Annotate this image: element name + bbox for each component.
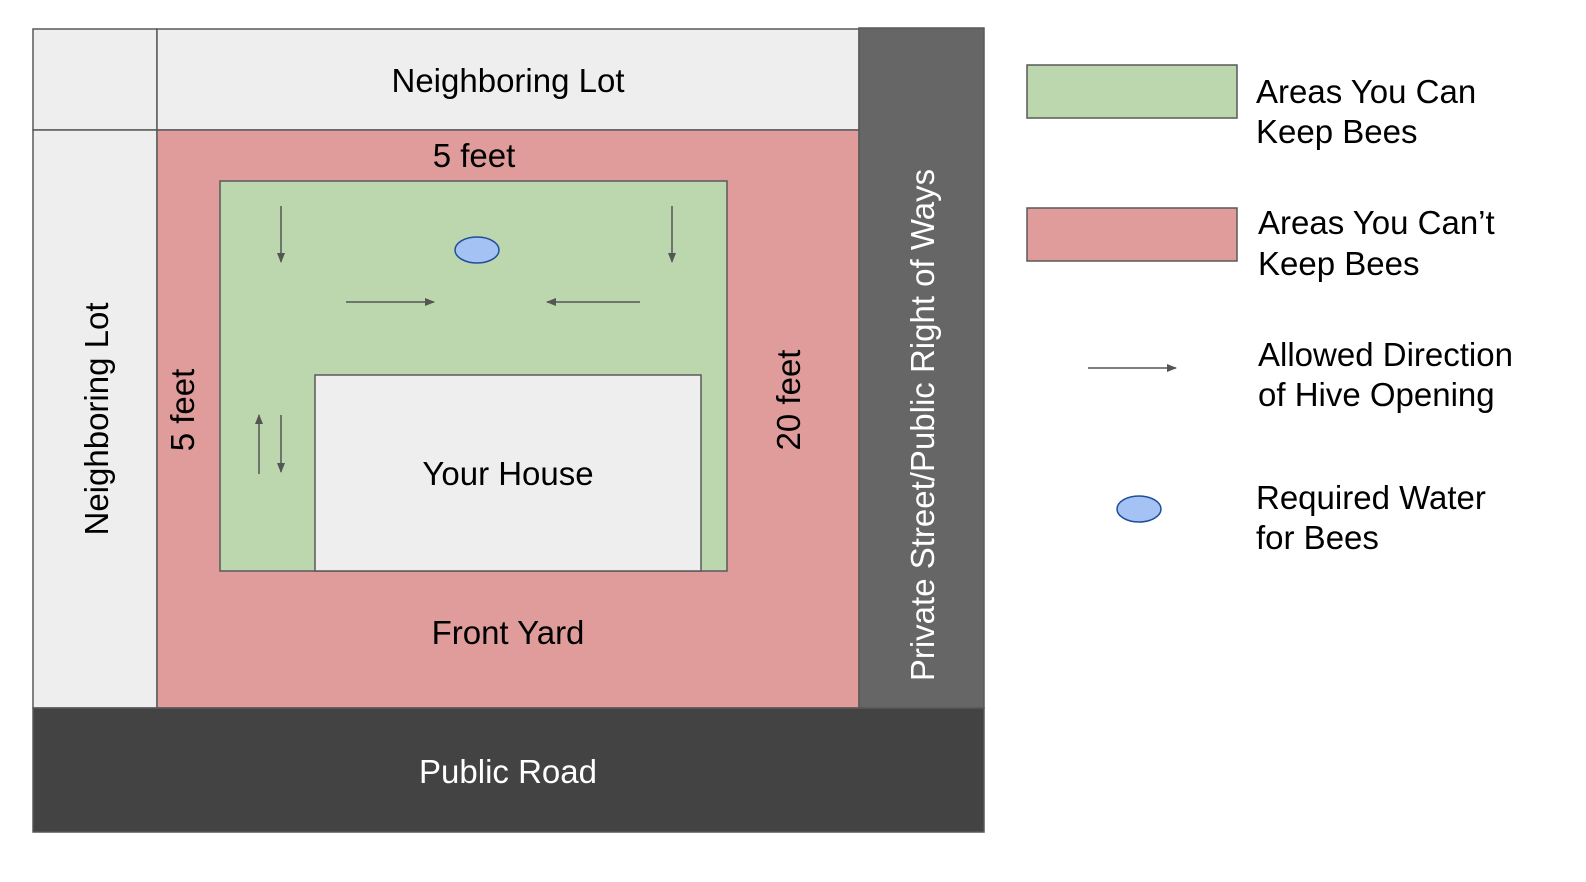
legend: Areas You Can Keep Bees Areas You Can’t … [1026,64,1513,556]
neighboring-lot-left-label: Neighboring Lot [78,303,115,536]
corner-cell [32,28,158,131]
legend-direction-line2: of Hive Opening [1258,376,1495,413]
legend-can-keep-line2: Keep Bees [1256,113,1417,150]
legend-cannot-keep-line2: Keep Bees [1258,245,1419,282]
setback-right-label: 20 feet [770,350,807,451]
public-road [32,707,985,833]
setback-top-label: 5 feet [433,137,516,174]
neighboring-lot-top-label: Neighboring Lot [392,62,625,99]
private-street-label: Private Street/Public Right of Ways [904,169,941,681]
house [314,374,702,572]
legend-water-icon [1116,495,1162,523]
private-street [858,27,985,709]
setback-left-label: 5 feet [164,369,201,452]
neighboring-lot-left [32,129,158,709]
neighboring-lot-top [156,28,860,131]
house-label: Your House [422,455,593,492]
water-ellipse-icon [454,236,500,264]
legend-can-keep-line1: Areas You Can [1256,73,1476,110]
legend-water-line2: for Bees [1256,519,1379,556]
legend-swatch-cannot-keep [1026,207,1238,262]
front-yard-label: Front Yard [432,614,585,651]
legend-water-line1: Required Water [1256,479,1486,516]
public-road-label: Public Road [419,753,597,790]
legend-cannot-keep-line1: Areas You Can’t [1258,204,1495,241]
legend-direction-line1: Allowed Direction [1258,336,1513,373]
legend-swatch-can-keep [1026,64,1238,119]
